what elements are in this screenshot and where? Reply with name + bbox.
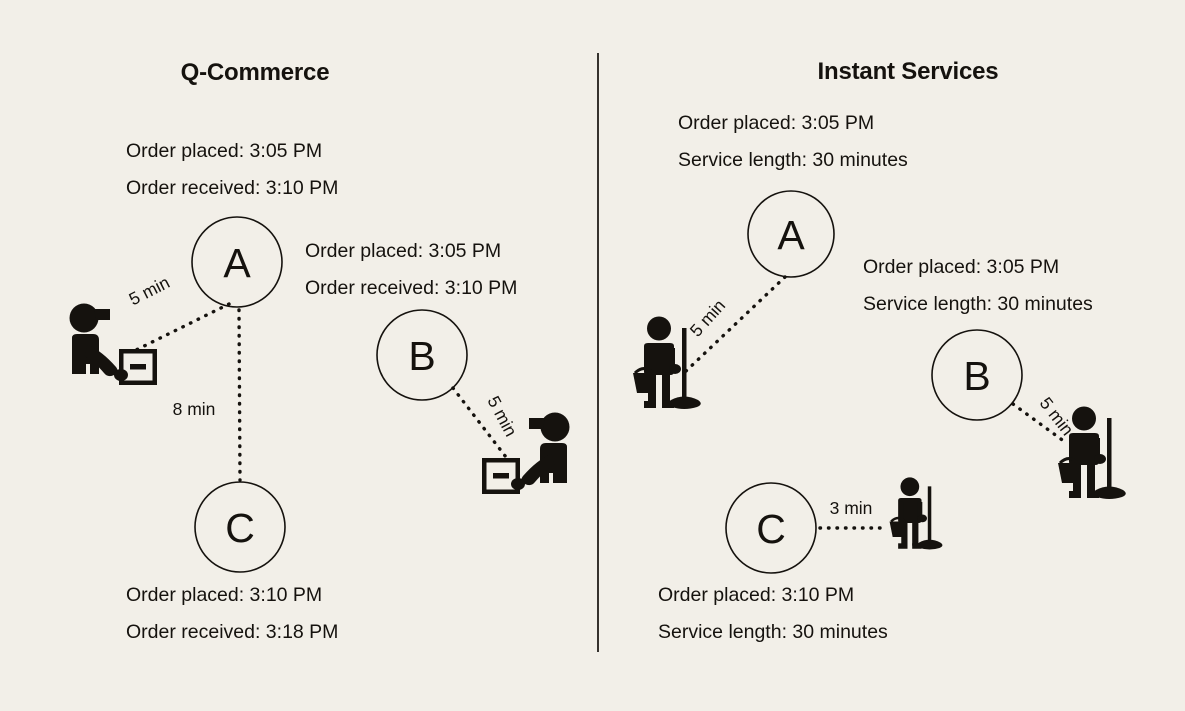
node-info-line: Order received: 3:18 PM [126, 621, 338, 643]
panel-title: Q-Commerce [181, 59, 330, 86]
node-info-line: Order received: 3:10 PM [126, 177, 338, 199]
node-circle-B[interactable] [931, 329, 1023, 421]
node-info-line: Service length: 30 minutes [658, 621, 888, 643]
node-info-line: Order placed: 3:05 PM [126, 140, 322, 162]
node-info-line: Order placed: 3:10 PM [126, 584, 322, 606]
node-label-A: A [223, 240, 251, 286]
node-circle-C[interactable] [194, 481, 286, 573]
edge-connector-A [683, 275, 787, 374]
node-label-C: C [225, 505, 255, 551]
node-info-line: Service length: 30 minutes [863, 293, 1093, 315]
panel-title: Instant Services [818, 58, 999, 85]
edge-connector-B [451, 386, 511, 463]
node-info-line: Service length: 30 minutes [678, 149, 908, 171]
node-info-line: Order placed: 3:05 PM [863, 256, 1059, 278]
node-info-line: Order placed: 3:05 PM [305, 240, 501, 262]
node-label-A: A [777, 212, 805, 258]
node-group-C: 3 min C Order placed: 3:10 PM Service lengt… [658, 476, 944, 643]
node-circle-C[interactable] [725, 482, 817, 574]
edge-label-C: 8 min [173, 399, 216, 419]
node-label-B: B [963, 353, 990, 399]
node-info-line: Order received: 3:10 PM [305, 277, 517, 299]
node-circle-A[interactable] [747, 190, 835, 278]
node-circle-B[interactable] [376, 309, 468, 401]
edge-connector-A [132, 302, 231, 353]
edge-label-C: 3 min [830, 498, 873, 518]
edge-connector-C [237, 308, 242, 482]
node-info-line: Order placed: 3:05 PM [678, 112, 874, 134]
node-label-B: B [408, 333, 435, 379]
node-circle-A[interactable] [191, 216, 283, 308]
node-info-line: Order placed: 3:10 PM [658, 584, 854, 606]
node-label-C: C [756, 506, 786, 552]
